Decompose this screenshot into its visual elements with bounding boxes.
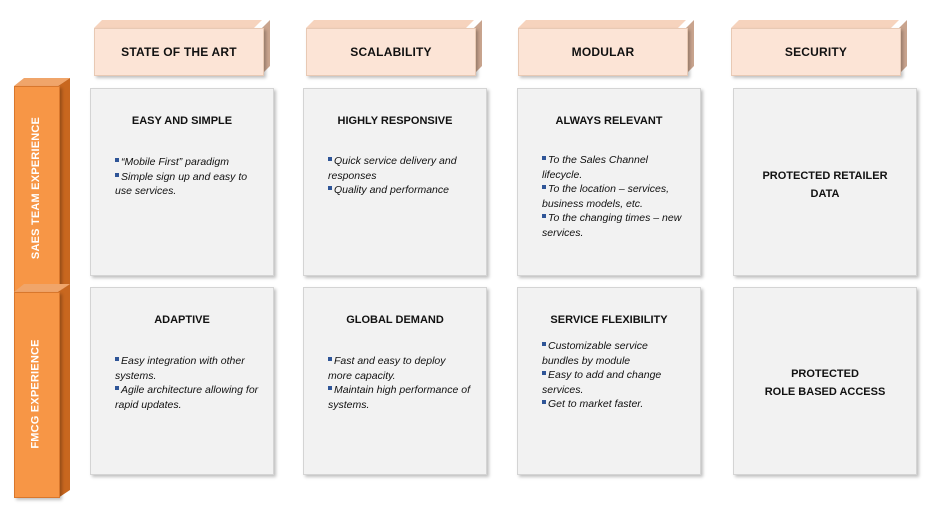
bullet-item: Quick service delivery and responses [328, 155, 457, 182]
cell-easy-and-simple: EASY AND SIMPLE “Mobile First” paradigm … [90, 88, 274, 276]
row-header-saes-team-experience: SAES TEAM EXPERIENCE [14, 78, 74, 292]
column-header-state-of-the-art: STATE OF THE ART [94, 20, 274, 76]
header-top-face [94, 20, 262, 28]
row-header-label: FMCG EXPERIENCE [30, 339, 43, 449]
cell-center-text: PROTECTED ROLE BASED ACCESS [744, 365, 906, 401]
header-top-face [518, 20, 686, 28]
bullet-square-icon [115, 386, 119, 390]
row-header-front-face [14, 292, 60, 498]
cell-highly-responsive: HIGHLY RESPONSIVE Quick service delivery… [303, 88, 487, 276]
bullet-item: Simple sign up and easy to use services. [115, 170, 248, 197]
bullet-item: Customizable service bundles by module [542, 340, 648, 367]
column-header-label: SECURITY [731, 28, 901, 76]
center-line: PROTECTED [791, 368, 859, 380]
header-top-face [731, 20, 899, 28]
cell-adaptive: ADAPTIVE Easy integration with other sys… [90, 287, 274, 475]
bullet-square-icon [542, 400, 546, 404]
row-header-fmcg-experience: FMCG EXPERIENCE [14, 284, 74, 498]
center-line: PROTECTED RETAILER [762, 170, 888, 182]
bullet-square-icon [328, 186, 332, 190]
bullet-item: Easy integration with other systems. [115, 355, 245, 382]
center-line: DATA [810, 188, 840, 200]
cell-bullet-list: Quick service delivery and responses Qua… [328, 154, 472, 198]
row-header-side-face [58, 284, 72, 498]
cell-title: EASY AND SIMPLE [131, 115, 233, 127]
cell-bullet-list: Easy integration with other systems. Agi… [115, 354, 259, 412]
header-side-face [474, 20, 484, 74]
column-header-modular: MODULAR [518, 20, 698, 76]
column-header-security: SECURITY [731, 20, 911, 76]
row-header-label-wrap: SAES TEAM EXPERIENCE [14, 86, 58, 290]
cell-title: GLOBAL DEMAND [346, 314, 444, 326]
bullet-square-icon [542, 214, 546, 218]
bullet-item: Agile architecture allowing for rapid up… [115, 384, 259, 411]
bullet-item: Fast and easy to deploy more capacity. [328, 355, 446, 382]
cell-service-flexibility: SERVICE FLEXIBILITY Customizable service… [517, 287, 701, 475]
bullet-square-icon [542, 156, 546, 160]
row-header-label-wrap: FMCG EXPERIENCE [14, 292, 58, 496]
bullet-square-icon [115, 357, 119, 361]
bullet-square-icon [542, 342, 546, 346]
column-header-label: SCALABILITY [306, 28, 476, 76]
header-side-face [262, 20, 272, 74]
center-line: ROLE BASED ACCESS [764, 386, 886, 398]
bullet-square-icon [542, 371, 546, 375]
bullet-square-icon [328, 386, 332, 390]
cell-global-demand: GLOBAL DEMAND Fast and easy to deploy mo… [303, 287, 487, 475]
bullet-item: Maintain high performance of systems. [328, 384, 470, 411]
bullet-square-icon [542, 185, 546, 189]
cell-bullet-list: To the Sales Channel lifecycle. To the l… [542, 153, 686, 240]
cell-bullet-list: “Mobile First” paradigm Simple sign up a… [115, 155, 259, 199]
row-header-front-face [14, 86, 60, 292]
bullet-item: To the location – services, business mod… [542, 183, 670, 210]
cell-protected-role-based-access: PROTECTED ROLE BASED ACCESS [733, 287, 917, 475]
cell-title: HIGHLY RESPONSIVE [337, 115, 453, 127]
column-header-scalability: SCALABILITY [306, 20, 486, 76]
bullet-item: Get to market faster. [542, 397, 686, 412]
cell-title: SERVICE FLEXIBILITY [550, 314, 668, 326]
bullet-item: “Mobile First” paradigm [115, 155, 259, 170]
column-header-label: MODULAR [518, 28, 688, 76]
cell-center-text: PROTECTED RETAILER DATA [744, 167, 906, 203]
cell-protected-retailer-data: PROTECTED RETAILER DATA [733, 88, 917, 276]
header-side-face [686, 20, 696, 74]
row-header-top-face [14, 284, 70, 292]
row-header-label: SAES TEAM EXPERIENCE [30, 116, 43, 260]
bullet-item: To the Sales Channel lifecycle. [542, 154, 649, 181]
bullet-item: To the changing times – new services. [542, 212, 682, 239]
cell-bullet-list: Fast and easy to deploy more capacity. M… [328, 354, 472, 412]
row-header-top-face [14, 78, 70, 86]
cell-always-relevant: ALWAYS RELEVANT To the Sales Channel lif… [517, 88, 701, 276]
header-side-face [899, 20, 909, 74]
bullet-square-icon [328, 157, 332, 161]
cell-bullet-list: Customizable service bundles by module E… [542, 339, 686, 412]
row-header-side-face [58, 78, 72, 292]
bullet-square-icon [115, 158, 119, 162]
cell-title: ADAPTIVE [154, 314, 210, 326]
bullet-square-icon [328, 357, 332, 361]
bullet-item: Easy to add and change services. [542, 369, 662, 396]
bullet-item: Quality and performance [328, 183, 472, 198]
cell-title: ALWAYS RELEVANT [555, 115, 663, 127]
column-header-label: STATE OF THE ART [94, 28, 264, 76]
bullet-square-icon [115, 172, 119, 177]
header-top-face [306, 20, 474, 28]
